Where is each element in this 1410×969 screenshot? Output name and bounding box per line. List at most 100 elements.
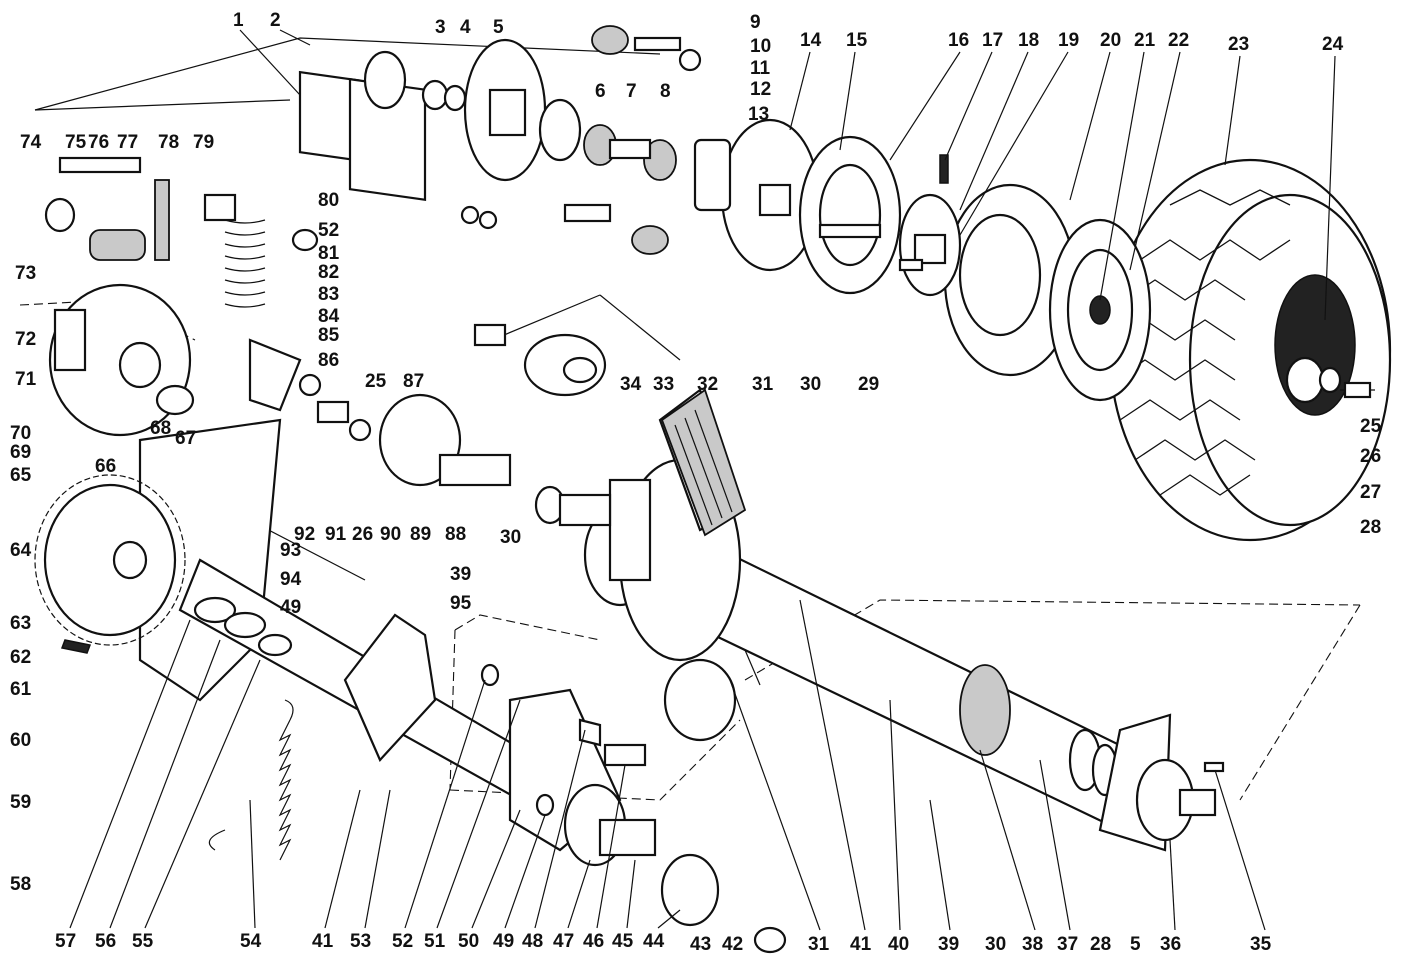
callout-42: 42: [722, 934, 743, 955]
callout-39-mid: 39: [450, 564, 471, 585]
callout-35: 35: [1250, 934, 1272, 955]
callout-46: 46: [583, 931, 604, 952]
callout-78: 78: [158, 132, 179, 153]
callout-94: 94: [280, 569, 302, 590]
callout-56: 56: [95, 931, 116, 952]
callout-17: 17: [982, 30, 1003, 51]
callout-16: 16: [948, 30, 969, 51]
right-axle-assembly: [583, 388, 1225, 852]
callout-44: 44: [643, 931, 665, 952]
callout-31-bottom: 31: [808, 934, 830, 955]
callout-32: 32: [697, 374, 718, 395]
callout-77: 77: [117, 132, 138, 153]
callout-75: 75: [65, 132, 87, 153]
callout-43: 43: [690, 934, 711, 955]
callout-26-right: 26: [1360, 446, 1381, 467]
callout-30-bottom: 30: [985, 934, 1006, 955]
callout-31-center: 31: [752, 374, 774, 395]
callout-24: 24: [1322, 34, 1344, 55]
callout-14: 14: [800, 30, 822, 51]
callout-55: 55: [132, 931, 154, 952]
pillow-block-bearing: [480, 658, 787, 954]
callout-76: 76: [88, 132, 109, 153]
callout-58: 58: [10, 874, 31, 895]
callout-21: 21: [1134, 30, 1156, 51]
callout-29: 29: [858, 374, 879, 395]
callout-62: 62: [10, 647, 31, 668]
callout-41-right: 41: [850, 934, 872, 955]
callout-labels-top: 1 2 3 4 5 9 10 11 12 6 7 8 13 14 15 16 1…: [233, 10, 1344, 125]
callout-30-mid: 30: [500, 527, 521, 548]
callout-26-center: 26: [352, 524, 373, 545]
callout-49-bottom: 49: [493, 931, 514, 952]
callout-79: 79: [193, 132, 214, 153]
coil-spring: [224, 219, 266, 308]
callout-85: 85: [318, 325, 340, 346]
belt: [660, 388, 747, 537]
callout-5: 5: [493, 17, 504, 38]
callout-61: 61: [10, 679, 32, 700]
callout-84: 84: [318, 306, 340, 327]
callout-66: 66: [95, 456, 116, 477]
callout-92: 92: [294, 524, 315, 545]
extension-spring-54: [208, 699, 294, 861]
callout-28-right: 28: [1360, 517, 1381, 538]
callout-4: 4: [460, 17, 471, 38]
callout-53: 53: [350, 931, 371, 952]
top-leaders: [239, 29, 1336, 321]
bottom-leaders: [69, 599, 1266, 931]
callout-54: 54: [240, 931, 262, 952]
callout-90: 90: [380, 524, 401, 545]
callout-73: 73: [15, 263, 36, 284]
callout-74: 74: [20, 132, 42, 153]
callout-27-right: 27: [1360, 482, 1381, 503]
callout-labels-left: 74 75 76 77 78 79 80 52 81 82 83 84 85 8…: [10, 132, 424, 895]
wheel-rim: [898, 183, 1152, 402]
callout-30-center: 30: [800, 374, 821, 395]
callout-18: 18: [1018, 30, 1039, 51]
callout-41-left: 41: [312, 931, 334, 952]
callout-83: 83: [318, 284, 339, 305]
callout-39-bottom: 39: [938, 934, 959, 955]
callout-10: 10: [750, 36, 771, 57]
callout-91: 91: [325, 524, 347, 545]
callout-11: 11: [750, 58, 771, 79]
callout-87: 87: [403, 371, 424, 392]
callout-1: 1: [233, 10, 244, 31]
callout-20: 20: [1100, 30, 1121, 51]
callout-48: 48: [522, 931, 543, 952]
callout-15: 15: [846, 30, 868, 51]
callout-67: 67: [175, 428, 196, 449]
callout-52-bottom: 52: [392, 931, 413, 952]
callout-34: 34: [620, 374, 642, 395]
callout-labels-bottom: 57 56 55 54 41 53 52 51 50 49 48 47 46 4…: [55, 931, 1272, 955]
callout-60: 60: [10, 730, 31, 751]
callout-68: 68: [150, 418, 171, 439]
callout-40: 40: [888, 934, 909, 955]
callout-38: 38: [1022, 934, 1043, 955]
callout-69: 69: [10, 442, 31, 463]
callout-88: 88: [445, 524, 466, 545]
callout-86: 86: [318, 350, 339, 371]
callout-95: 95: [450, 593, 472, 614]
main-frame: [138, 384, 542, 802]
callout-labels-right: 25 26 27 28: [1360, 416, 1382, 538]
callout-50: 50: [458, 931, 479, 952]
callout-89: 89: [410, 524, 431, 545]
callout-8: 8: [660, 81, 671, 102]
callout-labels-center: 33 34 32 31 30 29 92 91 26 90 89 88 93 9…: [280, 374, 879, 618]
tire-assembly: [1108, 158, 1392, 542]
callout-13: 13: [748, 104, 769, 125]
callout-70: 70: [10, 423, 31, 444]
callout-64: 64: [10, 540, 32, 561]
callout-57: 57: [55, 931, 76, 952]
clutch-assembly: [44, 156, 322, 437]
callout-80: 80: [318, 190, 339, 211]
callout-25-right: 25: [1360, 416, 1382, 437]
callout-47: 47: [553, 931, 574, 952]
callout-12: 12: [750, 79, 771, 100]
callout-63: 63: [10, 613, 31, 634]
center-pulley-and-shaft: [316, 323, 612, 527]
drive-sprockets: [693, 118, 949, 295]
